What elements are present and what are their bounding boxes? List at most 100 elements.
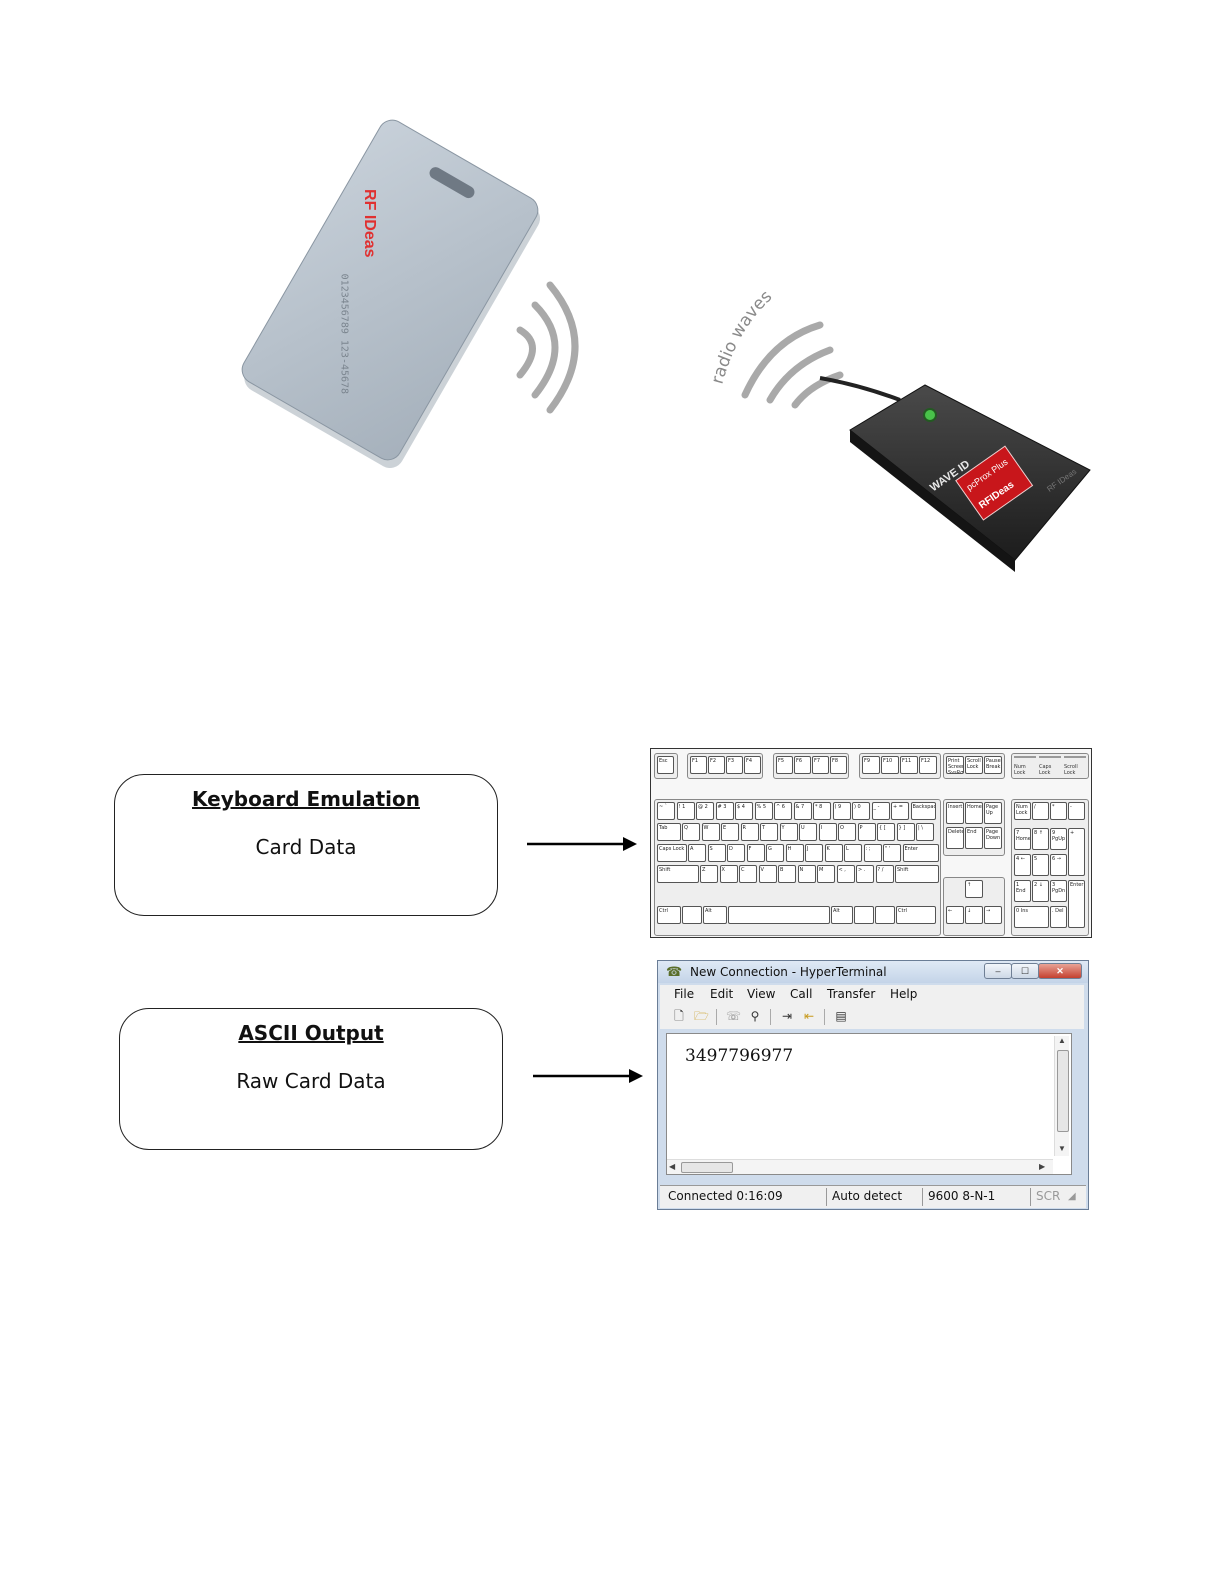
key-row1-3: # 3 <box>715 802 734 820</box>
key-arrow-left: ← <box>946 906 964 924</box>
key-f11: F11 <box>900 756 918 774</box>
key-system-0: Print Screen SysRq <box>946 756 964 774</box>
key-row1-5: % 5 <box>754 802 773 820</box>
arrow-to-terminal <box>533 1069 643 1083</box>
key-row4-3: C <box>739 865 757 883</box>
minimize-button[interactable]: ‒ <box>984 963 1012 979</box>
key-row2-6: Y <box>779 823 798 841</box>
status-scroll: SCR <box>1036 1189 1061 1203</box>
key-numpad-3: - <box>1068 802 1085 820</box>
key-numpad-0: Num Lock <box>1014 802 1031 820</box>
key-tab: Tab <box>657 823 681 841</box>
key-numpad-2: * <box>1050 802 1067 820</box>
key-f9: F9 <box>862 756 880 774</box>
menu-bar: File Edit View Call Transfer Help <box>660 985 1084 1005</box>
card-reader: WAVE ID pcProx Plus RFIDeas RF IDeas <box>819 376 1091 572</box>
key-nav-2: Page Up <box>984 802 1002 824</box>
key-right-shift: Shift <box>895 865 939 883</box>
key-row5-5 <box>854 906 874 924</box>
key-enter: Enter <box>902 844 939 862</box>
key-numpad-9: 5 <box>1032 854 1049 876</box>
status-bar: Connected 0:16:09 Auto detect 9600 8-N-1… <box>660 1185 1086 1208</box>
key-row4-10: ? / <box>875 865 894 883</box>
maximize-button[interactable]: ☐ <box>1011 963 1039 979</box>
key-row2-11: { [ <box>877 823 895 841</box>
status-port-settings: 9600 8-N-1 <box>928 1189 996 1203</box>
key-row1-12: + = <box>891 802 909 820</box>
key-f6: F6 <box>794 756 811 774</box>
key-numpad-12: 2 ↓ <box>1032 880 1049 902</box>
key-row1-0: ~ ` <box>657 802 675 820</box>
key-row4-4: V <box>758 865 777 883</box>
menu-transfer[interactable]: Transfer <box>827 987 876 1001</box>
disconnect-icon[interactable]: ⚲ <box>750 1009 760 1023</box>
key-row3-10: : ; <box>863 844 882 862</box>
card-radio-waves <box>516 281 579 414</box>
key-f4: F4 <box>744 756 761 774</box>
reader-label-panel <box>955 445 1034 521</box>
vertical-scroll-thumb[interactable] <box>1057 1050 1069 1132</box>
terminal-output-text: 3497796977 <box>685 1046 794 1066</box>
key-system-1: Scroll Lock <box>965 756 983 774</box>
vertical-scrollbar[interactable]: ▲ ▼ <box>1054 1036 1069 1156</box>
key-row5-0: Ctrl <box>657 906 681 924</box>
hyperterminal-icon: ☎ <box>666 964 683 979</box>
menu-view[interactable]: View <box>747 987 776 1001</box>
resize-grip-icon[interactable]: ◢ <box>1068 1191 1076 1202</box>
menu-call[interactable]: Call <box>790 987 813 1001</box>
send-file-icon[interactable]: ⇥ <box>781 1009 793 1023</box>
key-system-2: Pause Break <box>984 756 1002 774</box>
key-nav-3: Delete <box>946 827 964 849</box>
key-caps-lock: Caps Lock <box>657 844 687 862</box>
key-row1-2: @ 2 <box>696 802 714 820</box>
key-row5-2: Alt <box>703 906 727 924</box>
close-button[interactable]: ✕ <box>1038 963 1082 979</box>
scroll-up-arrow[interactable]: ▲ <box>1058 1036 1066 1045</box>
key-numpad-11: 1 End <box>1014 880 1031 902</box>
reader-radio-waves <box>741 321 844 409</box>
key-row2-2: W <box>701 823 720 841</box>
menu-help[interactable]: Help <box>890 987 918 1001</box>
new-file-icon[interactable]: 🗋 <box>674 1009 684 1023</box>
key-row5-7: Ctrl <box>896 906 936 924</box>
connect-icon[interactable]: ☏ <box>726 1009 742 1023</box>
key-f7: F7 <box>812 756 829 774</box>
horizontal-scroll-thumb[interactable] <box>681 1162 733 1173</box>
card-slot <box>429 167 475 199</box>
key-row4-5: B <box>778 865 796 883</box>
key-nav-0: Insert <box>946 802 964 824</box>
open-folder-icon[interactable]: 🗁 <box>694 1009 709 1023</box>
reader-cable <box>819 376 901 402</box>
key-arrow-right: → <box>984 906 1002 924</box>
horizontal-scrollbar[interactable]: ◀ ▶ <box>667 1159 1053 1174</box>
ascii-output-box: ASCII Output Raw Card Data <box>119 1008 503 1150</box>
properties-icon[interactable]: ▤ <box>835 1009 847 1023</box>
terminal-output-area[interactable]: 3497796977 ▲ ▼ ◀ ▶ <box>666 1033 1072 1175</box>
key-row1-8: * 8 <box>813 802 831 820</box>
key-row2-13: | \ <box>916 823 934 841</box>
window-title: New Connection - HyperTerminal <box>690 965 887 979</box>
menu-edit[interactable]: Edit <box>710 987 734 1001</box>
receive-file-icon[interactable]: ⇤ <box>803 1009 815 1023</box>
scroll-left-arrow[interactable]: ◀ <box>669 1162 676 1171</box>
toolbar: 🗋 🗁 ☏ ⚲ ⇥ ⇤ ▤ <box>660 1005 1084 1029</box>
menu-file[interactable]: File <box>674 987 695 1001</box>
key-row4-1: Z <box>700 865 718 883</box>
key-backspace: Backspace <box>910 802 936 820</box>
key-f3: F3 <box>726 756 743 774</box>
status-divider <box>826 1188 827 1206</box>
key-row2-9: O <box>838 823 856 841</box>
key-row4-8: < , <box>836 865 855 883</box>
key-esc: Esc <box>657 756 674 774</box>
reader-led <box>923 408 937 422</box>
scroll-right-arrow[interactable]: ▶ <box>1039 1162 1046 1171</box>
key-numpad-4: 7 Home <box>1014 828 1031 850</box>
ascii-output-subtitle: Raw Card Data <box>236 1069 386 1093</box>
key-space <box>728 906 830 924</box>
key-row1-7: & 7 <box>793 802 812 820</box>
toolbar-separator <box>770 1009 771 1025</box>
scroll-down-arrow[interactable]: ▼ <box>1058 1144 1066 1153</box>
indicator-light-0: Num Lock <box>1014 756 1036 776</box>
key-row4-7: M <box>817 865 835 883</box>
